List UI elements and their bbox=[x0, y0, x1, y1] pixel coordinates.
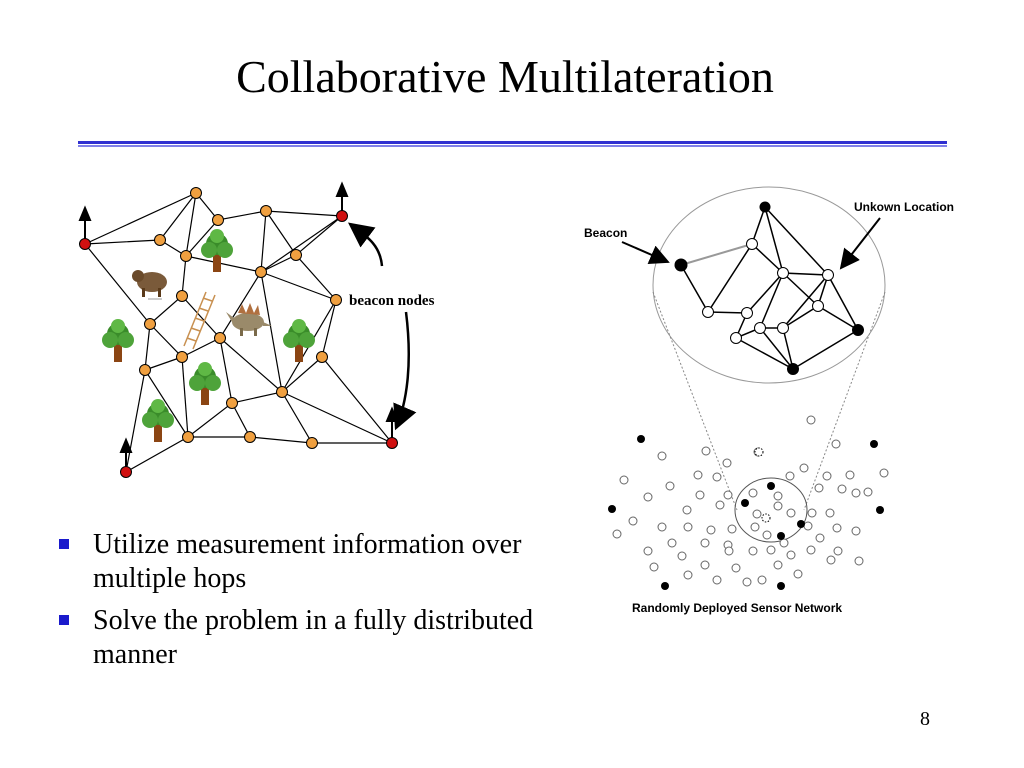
title-divider bbox=[78, 141, 947, 144]
unknown-location-label: Unkown Location bbox=[854, 200, 954, 214]
beacon-markers bbox=[78, 181, 399, 472]
bullet-square-icon bbox=[59, 539, 69, 549]
zoom-edges bbox=[680, 206, 860, 370]
ladder-icon bbox=[183, 291, 216, 350]
left-network-figure: beacon nodes bbox=[78, 181, 435, 478]
tree-icon bbox=[283, 319, 315, 362]
tree-icon bbox=[142, 399, 174, 442]
slide-title: Collaborative Multilateration bbox=[236, 51, 774, 102]
right-network-figure: Unkown Location Beacon bbox=[584, 186, 954, 615]
network-nodes bbox=[139, 187, 342, 449]
animal-icon bbox=[132, 270, 167, 300]
bullet-text: Utilize measurement information over mul… bbox=[93, 529, 522, 594]
callout-arrow-bottom bbox=[393, 311, 417, 431]
network-edges bbox=[84, 192, 393, 473]
callout-arrow-top bbox=[347, 222, 384, 267]
dinosaur-icon bbox=[226, 303, 272, 336]
beacon-nodes bbox=[79, 210, 398, 478]
field-nodes-open bbox=[612, 415, 889, 587]
beacon-nodes-label: beacon nodes bbox=[349, 293, 435, 309]
sensor-network-caption: Randomly Deployed Sensor Network bbox=[632, 601, 842, 615]
tree-icon bbox=[189, 362, 221, 405]
bullet-list: Utilize measurement information over mul… bbox=[55, 528, 535, 680]
bullet-square-icon bbox=[59, 615, 69, 625]
bullet-item: Utilize measurement information over mul… bbox=[55, 528, 535, 596]
tree-icon bbox=[102, 319, 134, 362]
beacon-label: Beacon bbox=[584, 226, 627, 240]
bullet-item: Solve the problem in a fully distributed… bbox=[55, 604, 535, 672]
zoom-nodes bbox=[674, 201, 864, 375]
bullet-text: Solve the problem in a fully distributed… bbox=[93, 605, 534, 670]
page-number: 8 bbox=[920, 708, 930, 730]
field-nodes-filled bbox=[608, 435, 884, 590]
title-divider-light bbox=[78, 145, 947, 147]
